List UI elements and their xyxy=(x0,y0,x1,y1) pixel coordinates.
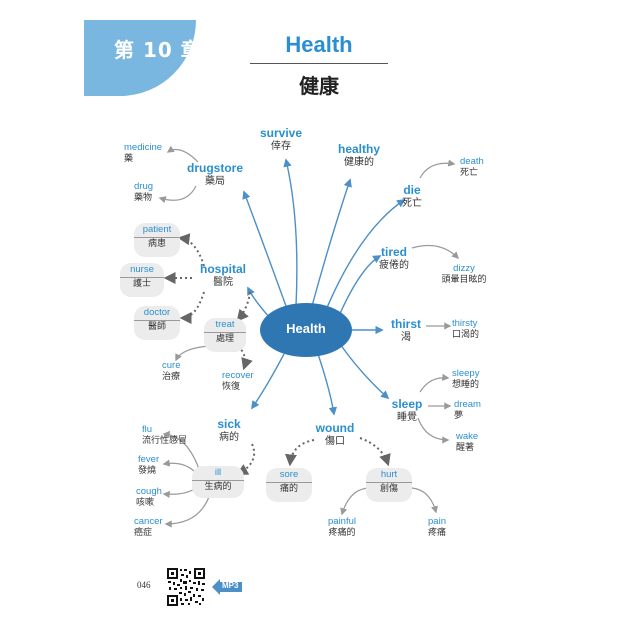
link-hurt xyxy=(359,437,391,467)
patient-bubble xyxy=(134,223,180,257)
mp3-audio-icon[interactable] xyxy=(212,579,242,595)
branch-sick xyxy=(251,353,285,410)
nurse-bubble xyxy=(120,263,164,297)
link-treat xyxy=(236,291,251,322)
qr-code-icon[interactable] xyxy=(166,567,206,607)
link-sore xyxy=(284,439,315,467)
branch-hospital xyxy=(247,286,271,319)
center-node-shape xyxy=(260,303,352,357)
link-pain xyxy=(411,487,438,514)
link-medicine xyxy=(166,145,199,163)
page-title-english: Health xyxy=(285,32,353,57)
link-drug xyxy=(158,185,197,204)
link-doctor xyxy=(179,291,205,324)
sore-bubble xyxy=(266,468,312,502)
mp3-label: MP3 xyxy=(222,581,239,590)
treat-bubble xyxy=(204,318,246,352)
branch-healthy xyxy=(311,178,352,307)
center-node-label: Health xyxy=(286,321,326,336)
chapter-label: 第 10 章 xyxy=(114,38,202,62)
doctor-bubble xyxy=(134,306,180,340)
branch-survive xyxy=(283,158,298,307)
title-divider xyxy=(250,63,388,64)
page-number: 046 xyxy=(137,580,151,590)
link-dizzy xyxy=(411,245,460,260)
branch-sleep xyxy=(339,343,390,400)
link-ill xyxy=(235,443,256,476)
link-sleepy xyxy=(419,373,450,393)
branch-die xyxy=(325,199,406,311)
page-title-chinese: 健康 xyxy=(299,74,339,98)
link-patient xyxy=(177,233,205,267)
hurt-bubble xyxy=(366,468,412,502)
link-wake xyxy=(417,417,450,444)
link-cancer xyxy=(164,493,211,528)
link-death xyxy=(419,159,456,179)
link-cure xyxy=(175,345,211,362)
ill-bubble xyxy=(192,466,244,498)
branch-drugstore xyxy=(242,190,287,307)
branch-wound xyxy=(317,353,338,416)
branch-tired xyxy=(337,255,382,319)
